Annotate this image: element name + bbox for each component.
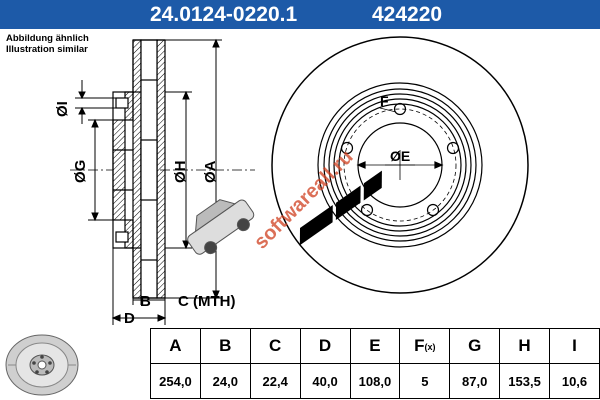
car-image	[187, 199, 255, 255]
value-cell: 87,0	[449, 363, 501, 399]
value-cell: 254,0	[150, 363, 201, 399]
brake-disc-drawing: ØI ØG ØH ØA B C (MTH) D ØE F	[54, 36, 529, 327]
header-f-suffix: (x)	[424, 342, 436, 352]
note-english: Illustration similar	[6, 44, 88, 55]
spec-table-area: A B C D E F(x) G H I 254,0 24,0 22,4 40,…	[0, 326, 600, 400]
spec-table-value-row: 254,0 24,0 22,4 40,0 108,0 5 87,0 153,5 …	[150, 363, 600, 399]
header-f-letter: F	[414, 336, 425, 355]
label-I: ØI	[54, 101, 71, 117]
label-E: ØE	[390, 148, 410, 164]
value-cell: 22,4	[249, 363, 301, 399]
disc-thumbnail	[5, 334, 79, 396]
label-C: C (MTH)	[178, 293, 235, 310]
value-cell: 10,6	[549, 363, 600, 399]
label-H: ØH	[172, 161, 189, 184]
header-cell: D	[299, 328, 351, 364]
value-cell: 108,0	[349, 363, 401, 399]
label-F: F	[380, 93, 389, 109]
dimension-lines	[75, 38, 222, 325]
value-cell: 40,0	[299, 363, 351, 399]
value-cell: 153,5	[499, 363, 550, 399]
title-bar: 24.0124-0220.1 424220	[0, 0, 600, 29]
part-number: 24.0124-0220.1	[150, 3, 298, 26]
value-cell: 24,0	[199, 363, 251, 399]
label-A: ØA	[202, 160, 219, 183]
side-section-view	[70, 39, 255, 299]
reference-number: 424220	[372, 3, 443, 26]
header-cell: E	[349, 328, 401, 364]
label-B: B	[140, 293, 151, 310]
header-cell: H	[499, 328, 550, 364]
spec-table: A B C D E F(x) G H I 254,0 24,0 22,4 40,…	[150, 328, 600, 399]
header-cell: A	[150, 328, 201, 364]
spec-table-header-row: A B C D E F(x) G H I	[150, 328, 600, 364]
illustration-note: Abbildung ähnlich Illustration similar	[6, 33, 89, 55]
value-cell: 5	[399, 363, 451, 399]
front-view	[271, 36, 529, 294]
header-cell-f: F(x)	[399, 328, 451, 364]
note-german: Abbildung ähnlich	[6, 33, 89, 44]
label-D: D	[124, 310, 135, 327]
header-cell: G	[449, 328, 501, 364]
label-G: ØG	[72, 160, 89, 183]
header-cell: C	[249, 328, 301, 364]
header-cell: B	[199, 328, 251, 364]
ate-logo	[299, 170, 382, 246]
header-cell: I	[549, 328, 600, 364]
